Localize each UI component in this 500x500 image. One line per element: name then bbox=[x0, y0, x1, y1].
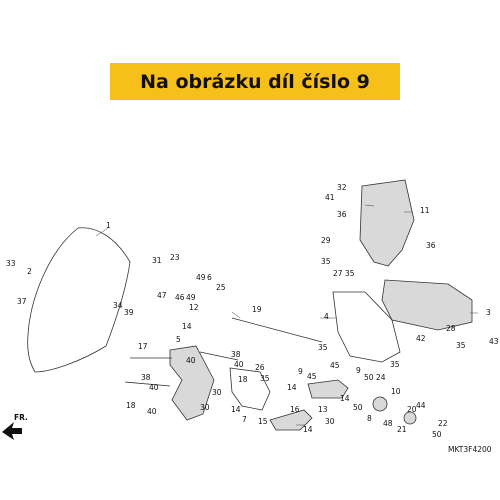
callout-41: 41 bbox=[325, 193, 335, 202]
callout-22: 22 bbox=[438, 419, 448, 428]
callout-3: 3 bbox=[486, 308, 491, 317]
callout-24: 24 bbox=[376, 373, 386, 382]
callout-31: 31 bbox=[152, 256, 162, 265]
callout-48: 48 bbox=[383, 419, 393, 428]
stay-part-3 bbox=[381, 279, 473, 331]
callout-9a: 9 bbox=[298, 367, 303, 376]
callout-40c: 40 bbox=[147, 407, 157, 416]
callout-35f: 35 bbox=[390, 360, 400, 369]
callout-14e: 14 bbox=[340, 394, 350, 403]
callout-17: 17 bbox=[138, 342, 148, 351]
bracket-part-5 bbox=[169, 345, 215, 421]
callout-5: 5 bbox=[176, 335, 181, 344]
callout-40a: 40 bbox=[186, 356, 196, 365]
callout-29: 29 bbox=[321, 236, 331, 245]
banner-text: Na obrázku díl číslo 9 bbox=[140, 70, 370, 93]
callout-43: 43 bbox=[489, 337, 499, 346]
callout-37: 37 bbox=[17, 297, 27, 306]
callout-18b: 18 bbox=[238, 375, 248, 384]
callout-36a: 36 bbox=[337, 210, 347, 219]
leader-lines bbox=[95, 204, 478, 426]
callout-50a: 50 bbox=[364, 373, 374, 382]
windscreen-part bbox=[27, 227, 131, 373]
callout-40b: 40 bbox=[149, 383, 159, 392]
bolt-part-17b bbox=[124, 381, 171, 387]
callout-labels: 1 33 2 37 34 39 31 23 47 46 49 6 49 25 1… bbox=[6, 183, 499, 439]
callout-14d: 14 bbox=[303, 425, 313, 434]
callout-30b: 30 bbox=[200, 403, 210, 412]
callout-36b: 36 bbox=[426, 241, 436, 250]
link-part-9 bbox=[307, 379, 349, 399]
front-arrow-icon bbox=[2, 422, 22, 440]
rod-part-19 bbox=[231, 317, 323, 343]
callout-50b: 50 bbox=[353, 403, 363, 412]
callout-49a: 49 bbox=[196, 273, 206, 282]
callout-44: 44 bbox=[416, 401, 426, 410]
callout-35e: 35 bbox=[318, 343, 328, 352]
callout-10: 10 bbox=[391, 387, 401, 396]
callout-45b: 45 bbox=[307, 372, 317, 381]
gear-part-20 bbox=[403, 411, 417, 425]
callout-34: 34 bbox=[113, 301, 123, 310]
callout-4: 4 bbox=[324, 312, 329, 321]
callout-14c: 14 bbox=[287, 383, 297, 392]
callout-46: 46 bbox=[175, 293, 185, 302]
callout-8: 8 bbox=[367, 414, 372, 423]
gear-part-48 bbox=[372, 396, 388, 412]
callout-47: 47 bbox=[157, 291, 167, 300]
callout-1: 1 bbox=[106, 221, 111, 230]
callout-33: 33 bbox=[6, 259, 16, 268]
callout-42: 42 bbox=[416, 334, 426, 343]
fr-label: FR. bbox=[14, 413, 28, 422]
callout-14a: 14 bbox=[182, 322, 192, 331]
callout-30c: 30 bbox=[325, 417, 335, 426]
callout-28: 28 bbox=[446, 324, 456, 333]
callout-40d: 40 bbox=[234, 360, 244, 369]
callout-16: 16 bbox=[290, 405, 300, 414]
callout-7: 7 bbox=[242, 415, 247, 424]
callout-13: 13 bbox=[318, 405, 328, 414]
callout-12: 12 bbox=[189, 303, 199, 312]
callout-9b: 9 bbox=[356, 366, 361, 375]
callout-35a: 35 bbox=[260, 374, 270, 383]
callout-23: 23 bbox=[170, 253, 180, 262]
callout-26: 26 bbox=[255, 363, 265, 372]
title-banner: Na obrázku díl číslo 9 bbox=[110, 63, 400, 100]
callout-20: 20 bbox=[407, 405, 417, 414]
callout-15: 15 bbox=[258, 417, 268, 426]
callout-35d: 35 bbox=[456, 341, 466, 350]
callout-50c: 50 bbox=[432, 430, 442, 439]
callout-18a: 18 bbox=[126, 401, 136, 410]
callout-35c: 35 bbox=[345, 269, 355, 278]
callout-6: 6 bbox=[207, 273, 212, 282]
frame-stay-part-4 bbox=[332, 291, 401, 363]
callout-49b: 49 bbox=[186, 293, 196, 302]
bolt-part-17c bbox=[199, 351, 239, 361]
callout-21: 21 bbox=[397, 425, 407, 434]
callout-35b: 35 bbox=[321, 257, 331, 266]
callout-19: 19 bbox=[252, 305, 262, 314]
callout-45a: 45 bbox=[330, 361, 340, 370]
diagram-code: MKT3F4200 bbox=[448, 445, 492, 454]
callout-11: 11 bbox=[420, 206, 430, 215]
callout-14b: 14 bbox=[231, 405, 241, 414]
callout-32: 32 bbox=[337, 183, 347, 192]
callout-39: 39 bbox=[124, 308, 134, 317]
meter-bracket-part-11 bbox=[359, 179, 415, 267]
callout-30a: 30 bbox=[212, 388, 222, 397]
callout-2: 2 bbox=[27, 267, 32, 276]
callout-38a: 38 bbox=[231, 350, 241, 359]
callout-25: 25 bbox=[216, 283, 226, 292]
callout-38b: 38 bbox=[141, 373, 151, 382]
callout-27: 27 bbox=[333, 269, 343, 278]
front-direction-indicator: FR. bbox=[2, 413, 28, 440]
lower-stay-part-2 bbox=[229, 367, 271, 411]
